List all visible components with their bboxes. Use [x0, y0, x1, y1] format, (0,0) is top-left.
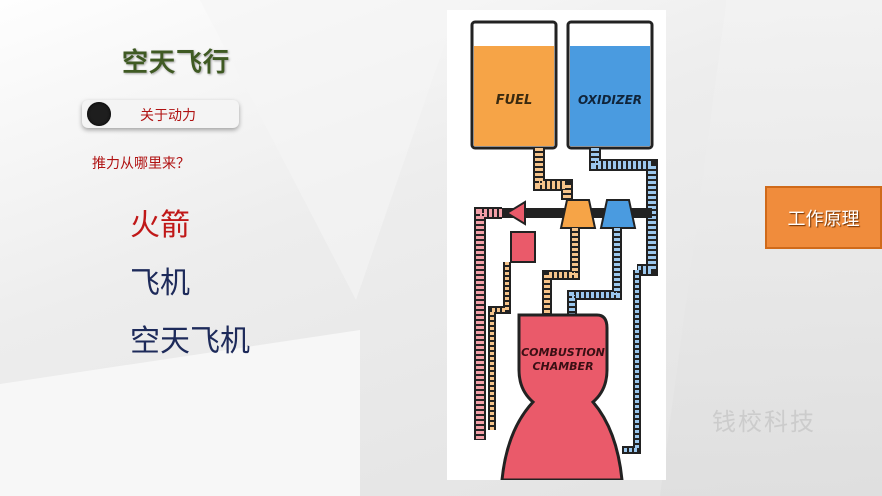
- oxidizer-liquid: [570, 46, 650, 146]
- ox-feed: [569, 228, 620, 315]
- chamber-label-line2: CHAMBER: [532, 360, 593, 373]
- working-principle-button[interactable]: 工作原理: [765, 186, 882, 249]
- chamber-label-line1: COMBUSTION: [521, 346, 605, 359]
- oxidizer-label: OXIDIZER: [578, 93, 642, 107]
- ox-pipe: [591, 148, 656, 274]
- fuel-feed: [544, 228, 578, 315]
- fuel-liquid: [474, 46, 554, 146]
- turbine: [505, 200, 526, 226]
- toggle-knob[interactable]: [87, 102, 111, 126]
- exhaust-pipe: [476, 209, 502, 440]
- toggle-label: 关于动力: [140, 108, 196, 124]
- option-spaceplane[interactable]: 空天飞机: [130, 324, 250, 359]
- cool-line-outline: [488, 262, 511, 430]
- cool-line: [622, 270, 639, 452]
- combustion-chamber: [500, 313, 624, 482]
- option-rocket[interactable]: 火箭: [130, 208, 190, 243]
- power-toggle[interactable]: 关于动力: [82, 100, 239, 128]
- engine-diagram-svg: FUEL OXIDIZER COMBUSTION: [470, 20, 658, 482]
- fuel-pipe-outline: [533, 148, 573, 200]
- option-airplane[interactable]: 飞机: [130, 266, 190, 301]
- question-text: 推力从哪里来？: [92, 156, 190, 172]
- oxidizer-pump: [599, 199, 637, 229]
- gas-generator: [510, 231, 536, 263]
- fuel-label: FUEL: [496, 93, 533, 108]
- slide-title: 空天飞行: [122, 48, 231, 78]
- rocket-engine-diagram: FUEL OXIDIZER COMBUSTION: [447, 10, 666, 482]
- fuel-pipe: [535, 148, 571, 200]
- watermark: 钱校科技: [712, 408, 816, 436]
- fuel-pump: [559, 199, 597, 229]
- cool-line-outline: [622, 270, 641, 454]
- cool-line: [490, 262, 509, 430]
